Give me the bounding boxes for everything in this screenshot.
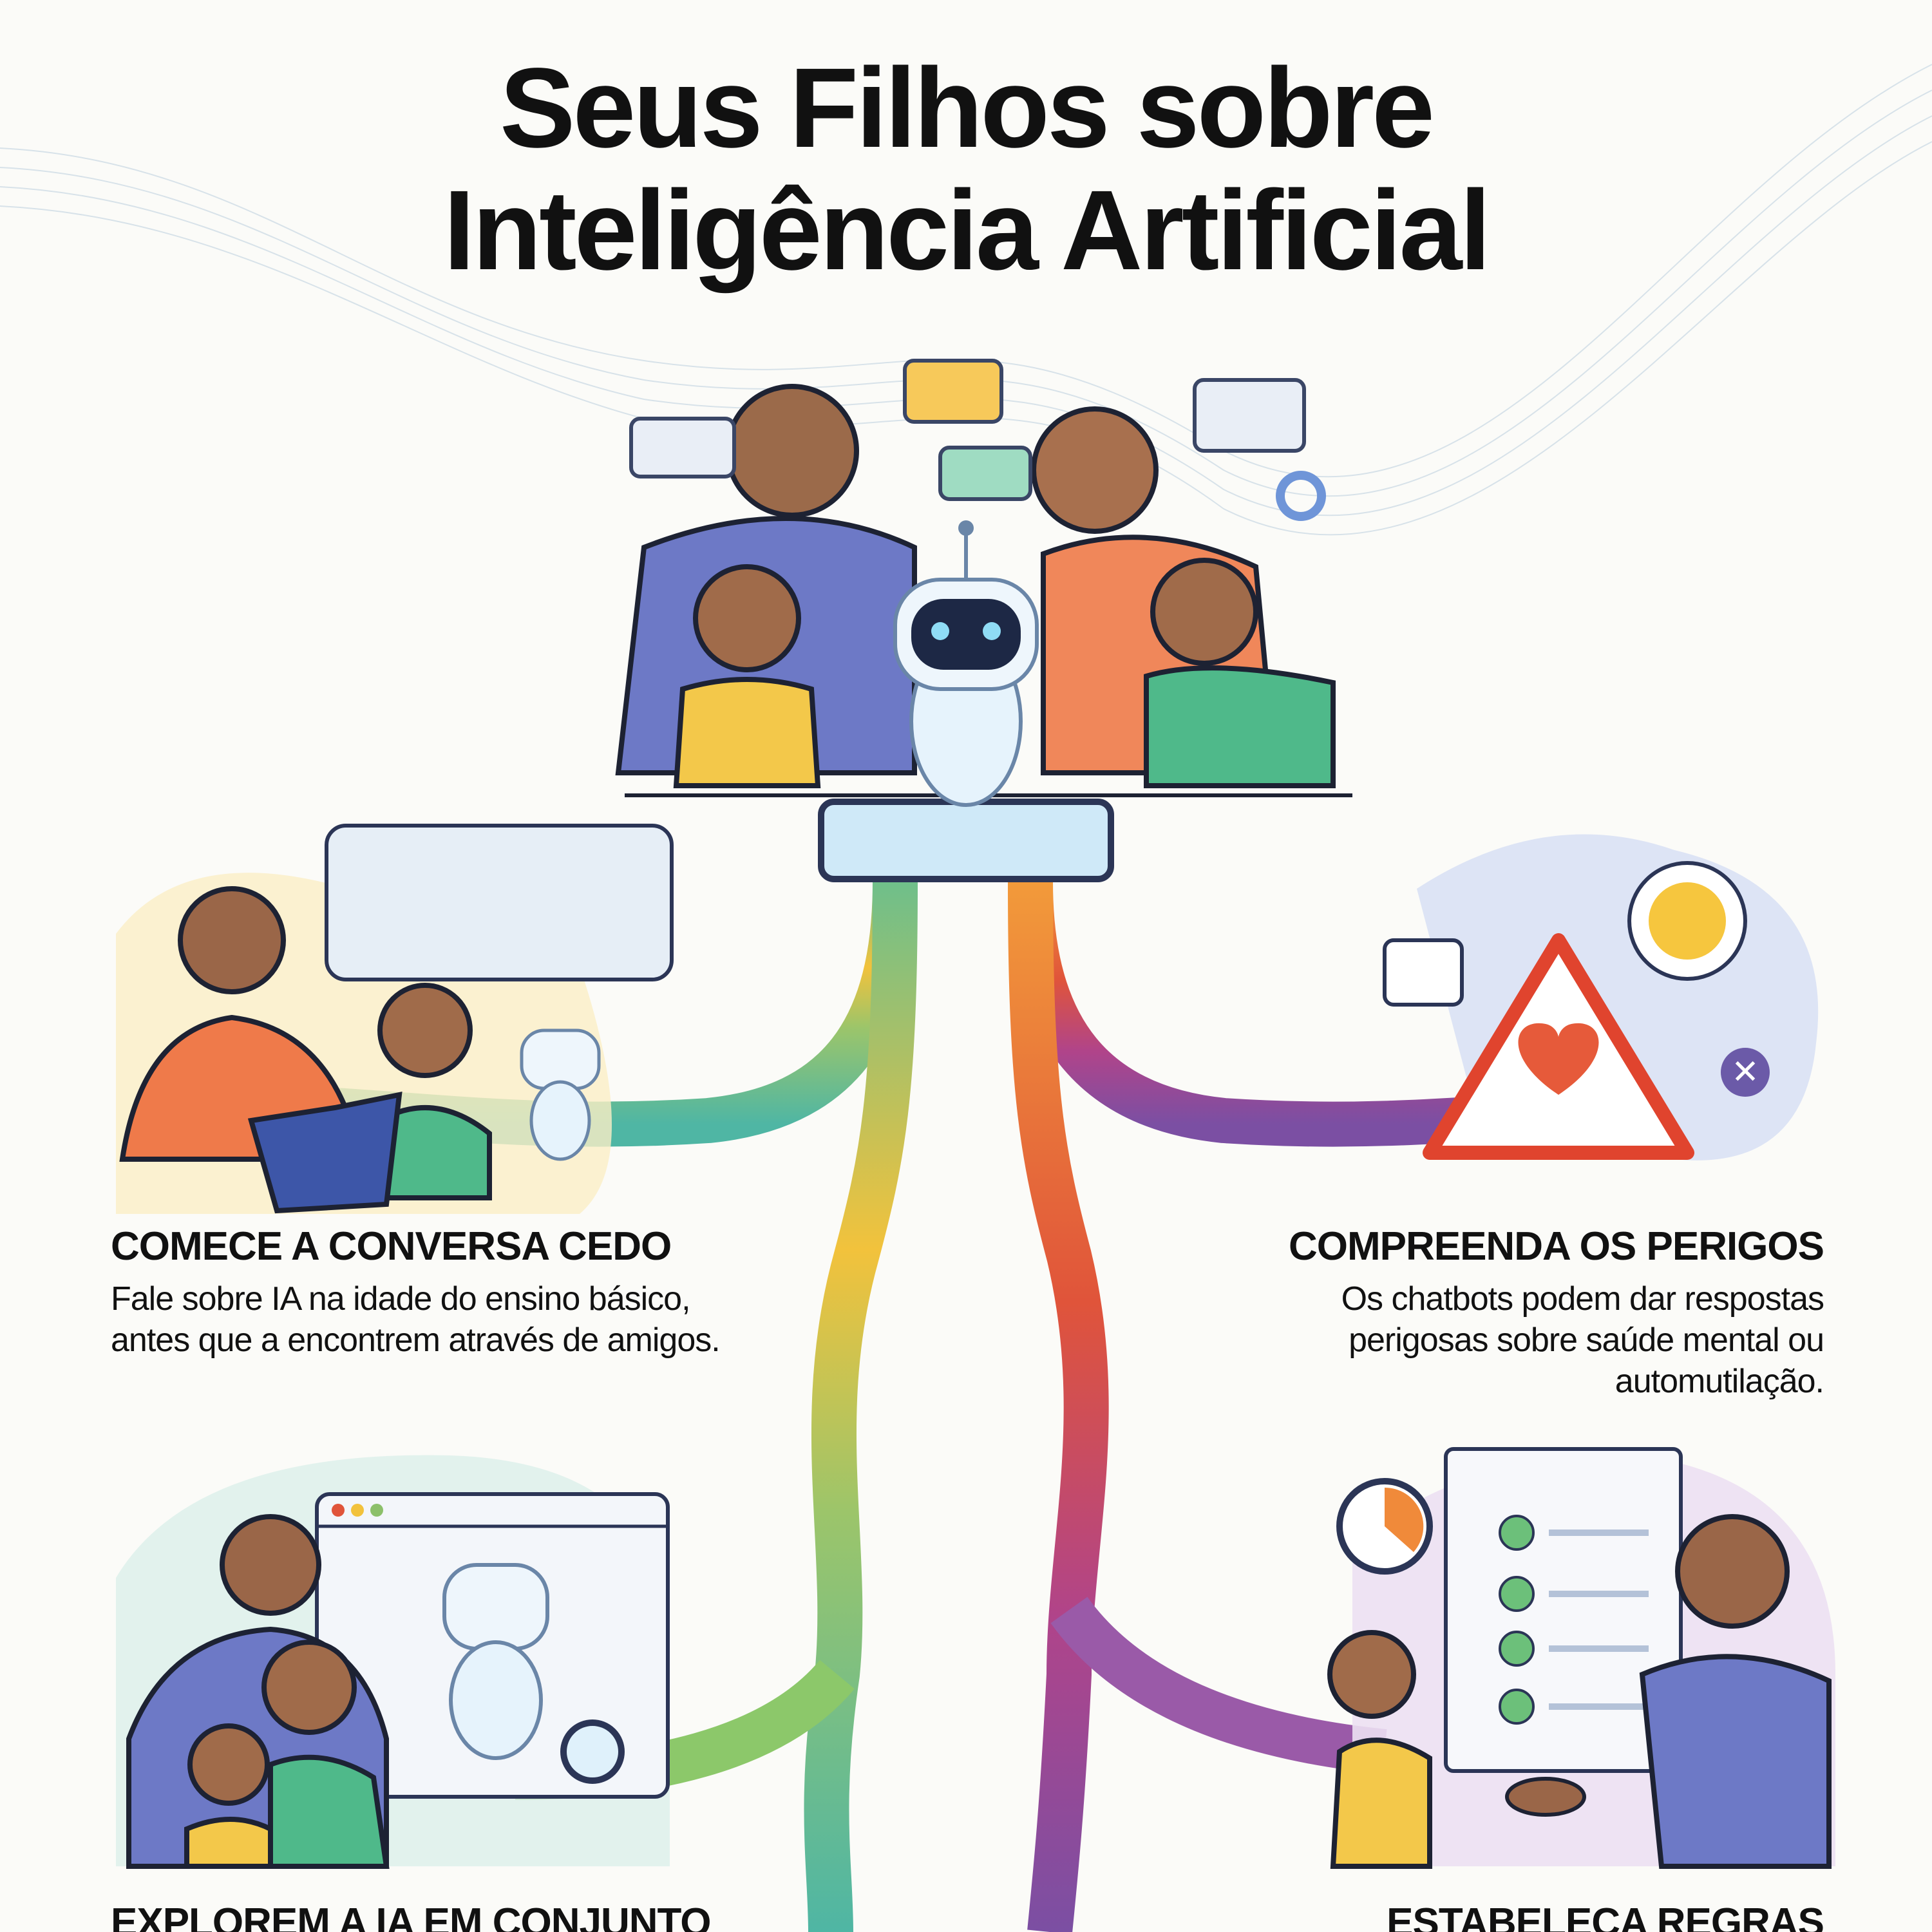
close-icon: ✕: [1731, 1053, 1759, 1092]
hero-family-with-robot: [615, 359, 1352, 882]
body-line: antes que a encontrem através de amigos.: [111, 1321, 721, 1359]
panel-explore-together: [116, 1455, 670, 1869]
panel-understand-dangers: ✕: [1383, 834, 1819, 1160]
panel-set-rules: [1327, 1447, 1835, 1869]
body-line: Fale sobre IA na idade do ensino básico,: [111, 1280, 691, 1318]
body-line: Os chatbots podem dar respostas: [1341, 1280, 1824, 1318]
body-line: automutilação.: [1615, 1363, 1824, 1400]
page-title-line1: Seus Filhos sobre: [500, 45, 1435, 171]
page-title-line2: Inteligência Artificial: [443, 167, 1492, 294]
section-heading-rules: ESTABELEÇA REGRAS: [1387, 1900, 1824, 1932]
section-body-dangers: Os chatbots podem dar respostas perigosa…: [1341, 1278, 1824, 1402]
section-heading-dangers: COMPREENDA OS PERIGOS: [1288, 1224, 1824, 1269]
body-line: perigosas sobre saúde mental ou: [1349, 1321, 1824, 1359]
section-heading-start-early: COMECE A CONVERSA CEDO: [111, 1224, 672, 1269]
section-body-start-early: Fale sobre IA na idade do ensino básico,…: [111, 1278, 721, 1361]
section-heading-explore: EXPLOREM A IA EM CONJUNTO: [111, 1900, 711, 1932]
panel-start-conversation: [116, 824, 674, 1214]
flow-streams: [257, 882, 1675, 1932]
